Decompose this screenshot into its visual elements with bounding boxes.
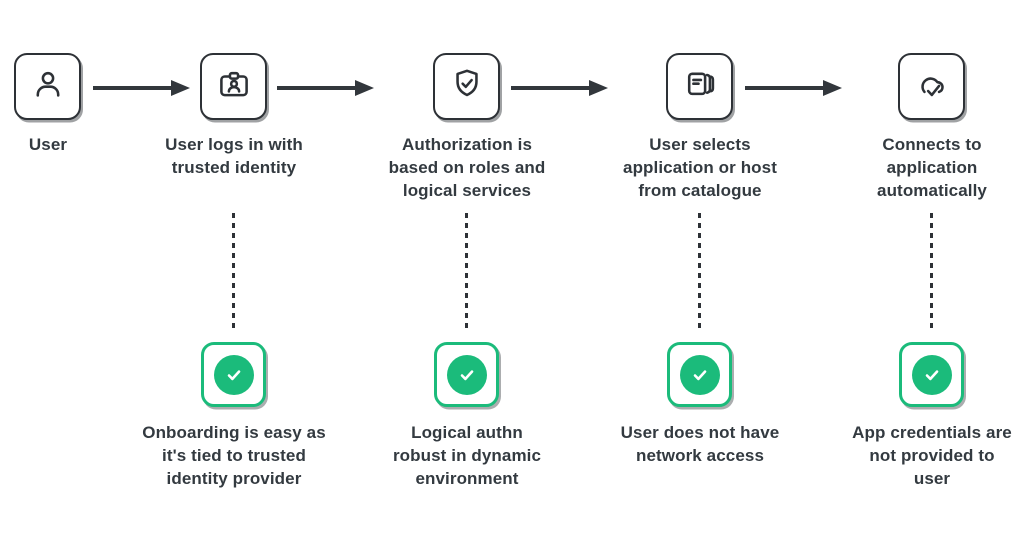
step-box-authorization xyxy=(433,53,500,120)
dotted-connector-4 xyxy=(930,213,933,333)
step-box-connect xyxy=(898,53,965,120)
step-label-authorization: Authorization is based on roles and logi… xyxy=(388,135,546,200)
shield-check-icon xyxy=(449,66,485,107)
benefit-label-network: User does not have network access xyxy=(620,423,780,465)
benefit-label-credentials: App credentials are not provided to user xyxy=(852,423,1012,488)
user-icon xyxy=(30,66,66,107)
success-check-icon xyxy=(679,354,720,395)
step-label-login: User logs in with trusted identity xyxy=(165,135,303,177)
benefit-label-onboarding: Onboarding is easy as it's tied to trust… xyxy=(142,423,326,488)
id-badge-icon xyxy=(216,66,252,107)
step-label-user: User xyxy=(28,135,68,154)
benefit-box-credentials xyxy=(899,342,964,407)
step-label-catalogue: User selects application or host from ca… xyxy=(623,135,777,200)
success-check-icon xyxy=(213,354,254,395)
success-check-icon xyxy=(446,354,487,395)
cloud-check-icon xyxy=(914,66,950,107)
flow-arrow-3 xyxy=(511,80,608,96)
flow-arrow-1 xyxy=(93,80,190,96)
flow-arrow-4 xyxy=(745,80,842,96)
dotted-connector-2 xyxy=(465,213,468,333)
catalogue-icon xyxy=(682,66,718,107)
benefit-box-onboarding xyxy=(201,342,266,407)
flow-arrow-2 xyxy=(277,80,374,96)
step-label-connect: Connects to application automatically xyxy=(877,135,987,200)
benefit-box-network xyxy=(667,342,732,407)
step-box-user xyxy=(14,53,81,120)
benefit-box-authn xyxy=(434,342,499,407)
step-box-catalogue xyxy=(666,53,733,120)
benefit-label-authn: Logical authn robust in dynamic environm… xyxy=(392,423,542,488)
dotted-connector-1 xyxy=(232,213,235,333)
step-box-login xyxy=(200,53,267,120)
success-check-icon xyxy=(911,354,952,395)
dotted-connector-3 xyxy=(698,213,701,333)
